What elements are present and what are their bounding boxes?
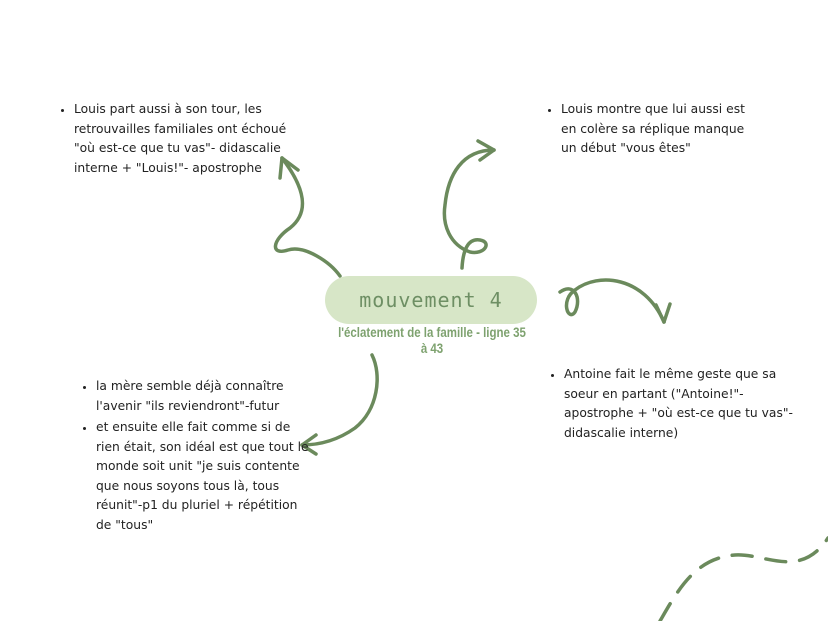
center-subtitle: l'éclatement de la famille - ligne 35 à … <box>338 324 526 356</box>
arrow-top-right <box>442 139 496 270</box>
center-node: mouvement 4 <box>325 276 537 324</box>
note-item: Antoine fait le même geste que sa soeur … <box>564 365 796 443</box>
note-item: la mère semble déjà connaître l'avenir "… <box>96 377 314 416</box>
arrow-top-left <box>273 156 342 278</box>
note-item: et ensuite elle fait comme si de rien ét… <box>96 418 314 535</box>
note-item: Louis part aussi à son tour, les retrouv… <box>74 100 289 178</box>
arrow-right <box>558 278 672 324</box>
note-item: Louis montre que lui aussi est en colère… <box>561 100 746 159</box>
note-top-right: Louis montre que lui aussi est en colère… <box>539 100 746 161</box>
note-top-left: Louis part aussi à son tour, les retrouv… <box>52 100 289 180</box>
arrow-bottom-left <box>300 353 379 456</box>
note-bottom-right: Antoine fait le même geste que sa soeur … <box>542 365 796 445</box>
note-bottom-left: la mère semble déjà connaître l'avenir "… <box>74 377 314 537</box>
center-title: mouvement 4 <box>359 288 503 312</box>
decorative-dashed-curve <box>658 536 828 621</box>
